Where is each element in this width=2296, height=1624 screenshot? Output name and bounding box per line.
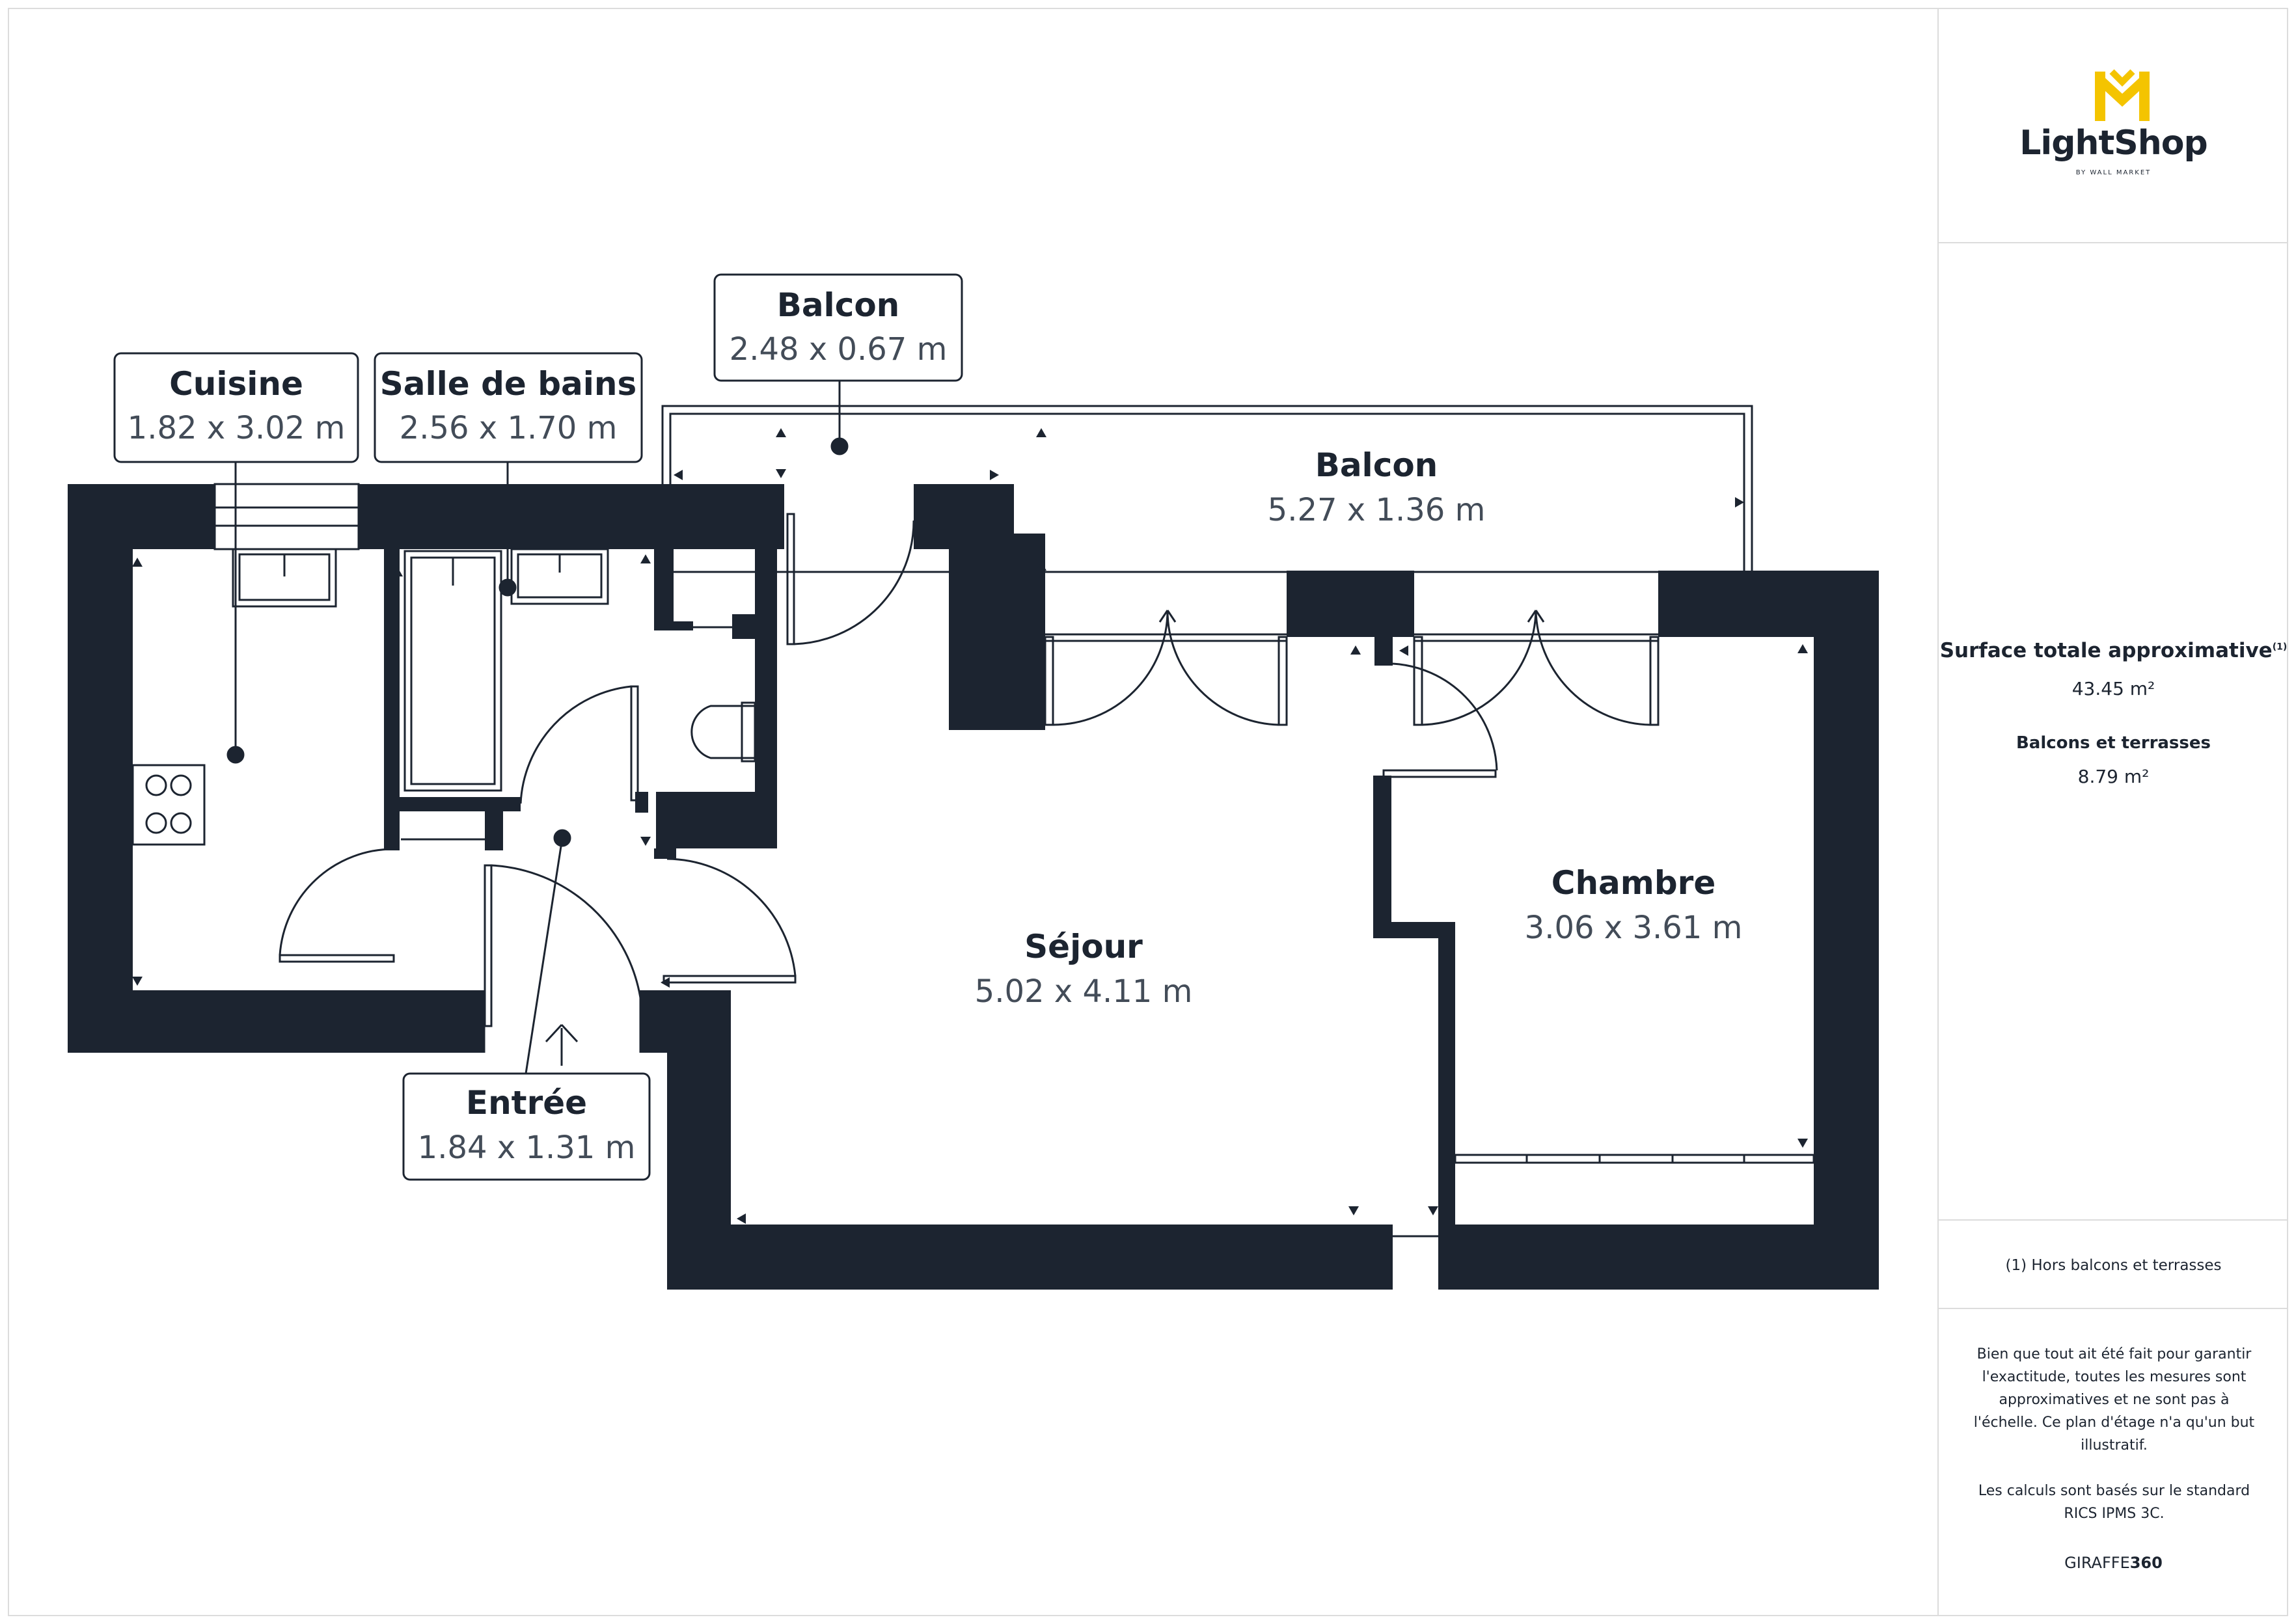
sdb-name: Salle de bains [380,365,636,403]
balcon-large-name: Balcon [1315,446,1438,484]
floorplan-sheet [8,8,2288,1616]
info-panel: LightShop BY WALL MARKET Surface totale … [1937,8,2288,1616]
balcon-large-dims: 5.27 x 1.36 m [1268,492,1486,528]
disclaimer-line: l'exactitude, toutes les mesures sont [1982,1369,2247,1385]
surface-title: Surface totale approximative(1) [1939,639,2288,662]
entree-dims: 1.84 x 1.31 m [418,1130,636,1166]
floor-plan: Cuisine 1.82 x 3.02 m Salle de bains 2.5… [68,273,1879,1290]
giraffe360-credit: GIRAFFE360 [1939,1554,2288,1572]
balcon-small-dims: 2.48 x 0.67 m [730,331,948,368]
balcony-doors [786,513,1660,778]
brand-byline: BY WALL MARKET [2075,169,2152,176]
cuisine-dims: 1.82 x 3.02 m [128,410,346,446]
dimension-markers [132,428,1808,1224]
balcony-value: 8.79 m² [2077,766,2150,787]
chambre-name: Chambre [1551,864,1716,902]
entree-name: Entrée [466,1084,587,1122]
interior-doors [279,685,797,1027]
footnote: (1) Hors balcons et terrasses [2005,1257,2222,1274]
room-label-boxes [113,273,963,1181]
disclaimer-line: illustratif. [2081,1437,2148,1454]
credit-suffix: 360 [2129,1554,2163,1572]
separator [1939,242,2288,243]
sdb-dims: 2.56 x 1.70 m [400,410,618,446]
cuisine-name: Cuisine [169,365,303,403]
leaders [226,381,849,1074]
chambre-dims: 3.06 x 3.61 m [1525,910,1743,946]
disclaimer: Bien que tout ait été fait pour garantir… [1971,1343,2257,1525]
logo-block: LightShop BY WALL MARKET [1939,8,2288,242]
disclaimer-line: approximatives et ne sont pas à [1999,1392,2230,1408]
standard-line: RICS IPMS 3C. [2064,1506,2165,1522]
separator [1939,1219,2288,1221]
disclaimer-line: Bien que tout ait été fait pour garantir [1976,1346,2252,1362]
walls [68,484,1879,1290]
standard-line: Les calculs sont basés sur le standard [1978,1483,2250,1499]
credit-prefix: GIRAFFE [2064,1554,2130,1572]
fixtures [131,548,1815,1164]
balcony-outline [661,405,1753,573]
sejour-dims: 5.02 x 4.11 m [975,973,1193,1010]
brand-name: LightShop [2019,124,2207,163]
surface-value: 43.45 m² [2071,678,2155,699]
separator [1939,1308,2288,1309]
balcon-small-name: Balcon [777,286,900,324]
balcony-title: Balcons et terrasses [2016,733,2211,753]
disclaimer-line: l'échelle. Ce plan d'étage n'a qu'un but [1973,1414,2255,1431]
lightshop-logo-icon [2095,69,2150,121]
surface-footnote-mark: (1) [2272,642,2288,653]
surface-title-text: Surface totale approximative [1939,639,2273,662]
sejour-name: Séjour [1024,928,1143,966]
